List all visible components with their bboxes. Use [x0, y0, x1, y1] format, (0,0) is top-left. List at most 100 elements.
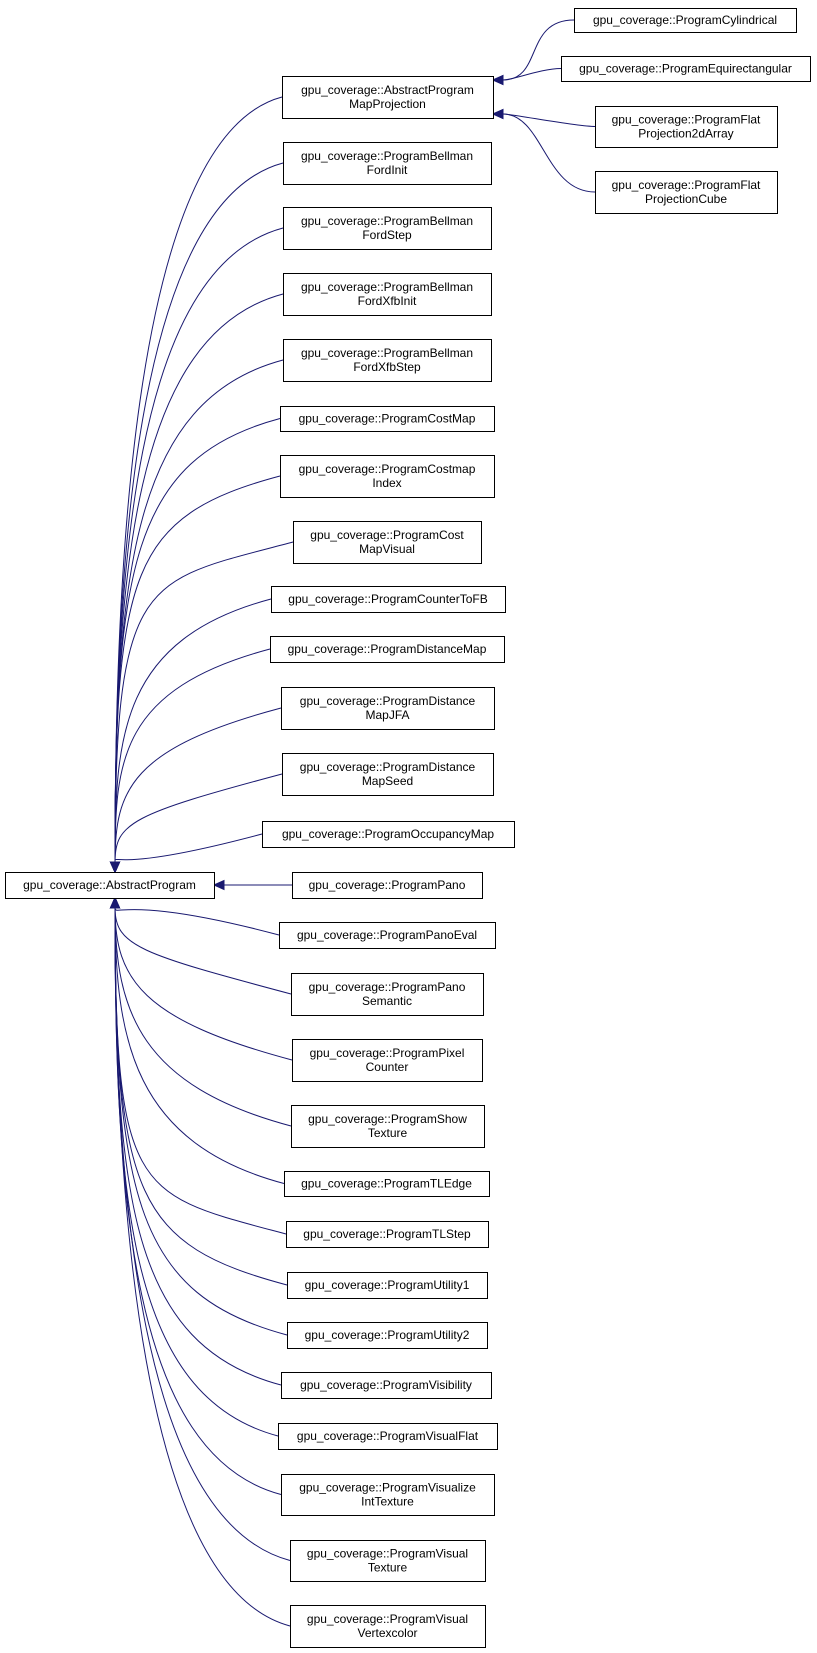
class-node-box	[279, 922, 496, 949]
class-node-program-equirectangular[interactable]: gpu_coverage::ProgramEquirectangular	[561, 56, 811, 82]
inheritance-edge-program-pano-eval	[114, 907, 280, 936]
class-name-line: gpu_coverage::ProgramFlat	[612, 113, 761, 127]
inheritance-edge-program-distance-map-seed	[114, 773, 283, 863]
class-name-line: Counter	[366, 1060, 409, 1074]
class-node-box	[286, 1221, 489, 1248]
class-name-line: gpu_coverage::ProgramVisualize	[299, 1481, 476, 1495]
class-name-line: MapProjection	[349, 97, 426, 111]
class-name-line: gpu_coverage::ProgramVisibility	[300, 1378, 472, 1392]
class-name-line: FordXfbInit	[358, 294, 417, 308]
class-node-abstract-program[interactable]: gpu_coverage::AbstractProgram	[5, 872, 215, 899]
class-node-box	[561, 56, 811, 82]
class-node-abstract-program-map-projection[interactable]: gpu_coverage::AbstractProgramMapProjecti…	[282, 76, 494, 119]
class-node-box	[262, 821, 515, 848]
class-name-line: gpu_coverage::ProgramTLStep	[303, 1227, 471, 1241]
inheritance-arrowhead-program-visual-vertexcolor	[109, 896, 121, 909]
class-node-box	[290, 1540, 486, 1582]
class-name-line: gpu_coverage::ProgramCostmap	[299, 462, 476, 476]
class-name-line: gpu_coverage::ProgramVisualFlat	[297, 1429, 479, 1443]
class-node-program-pano-eval[interactable]: gpu_coverage::ProgramPanoEval	[279, 922, 496, 949]
class-node-program-utility2[interactable]: gpu_coverage::ProgramUtility2	[287, 1322, 488, 1349]
class-name-line: FordInit	[367, 163, 408, 177]
inheritance-edge-program-costmap-index	[114, 475, 281, 863]
inheritance-edge-program-pixel-counter	[114, 907, 293, 1061]
inheritance-edge-program-flat-projection-cube	[502, 113, 596, 193]
class-node-program-occupancy-map[interactable]: gpu_coverage::ProgramOccupancyMap	[262, 821, 515, 848]
inheritance-edge-program-cost-map-visual	[114, 541, 294, 863]
class-node-program-flat-projection-2d-array[interactable]: gpu_coverage::ProgramFlatProjection2dArr…	[595, 106, 778, 148]
class-name-line: MapJFA	[365, 708, 409, 722]
class-node-program-tl-edge[interactable]: gpu_coverage::ProgramTLEdge	[284, 1171, 490, 1197]
class-node-box	[281, 1372, 492, 1399]
class-node-box	[595, 171, 778, 214]
class-name-line: Texture	[368, 1561, 408, 1575]
class-name-line: gpu_coverage::ProgramDistance	[300, 760, 476, 774]
class-node-box	[270, 636, 505, 663]
class-name-line: gpu_coverage::ProgramBellman	[301, 280, 473, 294]
inheritance-edges	[109, 19, 596, 1627]
class-node-program-cylindrical[interactable]: gpu_coverage::ProgramCylindrical	[574, 8, 797, 33]
class-name-line: gpu_coverage::ProgramDistanceMap	[288, 642, 487, 656]
class-name-line: gpu_coverage::ProgramBellman	[301, 149, 473, 163]
class-node-program-counter-to-fb[interactable]: gpu_coverage::ProgramCounterToFB	[271, 586, 506, 613]
class-node-box	[595, 106, 778, 148]
class-node-program-visual-flat[interactable]: gpu_coverage::ProgramVisualFlat	[278, 1423, 498, 1450]
class-name-line: Vertexcolor	[357, 1626, 417, 1640]
class-name-line: gpu_coverage::ProgramVisual	[307, 1612, 468, 1626]
class-name-line: gpu_coverage::ProgramCostMap	[299, 412, 476, 426]
class-name-line: gpu_coverage::ProgramOccupancyMap	[282, 827, 494, 841]
class-name-line: gpu_coverage::ProgramTLEdge	[301, 1177, 472, 1191]
class-name-line: MapSeed	[362, 774, 413, 788]
inheritance-edge-program-pano-semantic	[114, 907, 292, 995]
class-node-box	[282, 76, 494, 119]
class-name-line: Semantic	[362, 994, 412, 1008]
class-node-program-visibility[interactable]: gpu_coverage::ProgramVisibility	[281, 1372, 492, 1399]
class-node-box	[574, 8, 797, 33]
class-node-box	[278, 1423, 498, 1450]
class-node-program-utility1[interactable]: gpu_coverage::ProgramUtility1	[287, 1272, 488, 1299]
class-name-line: gpu_coverage::ProgramDistance	[300, 694, 476, 708]
inheritance-arrowhead-program-equirectangular	[491, 74, 504, 86]
inheritance-arrowhead-program-occupancy-map	[109, 861, 121, 874]
class-node-box	[271, 586, 506, 613]
inheritance-edge-program-flat-projection-2d-array	[502, 113, 596, 127]
class-name-line: Projection2dArray	[638, 127, 733, 141]
class-node-box	[291, 973, 484, 1016]
inheritance-edge-program-equirectangular	[502, 68, 562, 81]
class-node-box	[284, 1171, 490, 1197]
class-name-line: FordXfbStep	[353, 360, 421, 374]
class-node-box	[283, 339, 492, 382]
class-name-line: Texture	[368, 1126, 408, 1140]
class-node-program-distance-map[interactable]: gpu_coverage::ProgramDistanceMap	[270, 636, 505, 663]
class-node-program-cost-map[interactable]: gpu_coverage::ProgramCostMap	[280, 406, 495, 432]
class-node-box	[292, 872, 483, 899]
inheritance-edge-program-tl-edge	[114, 907, 285, 1184]
class-node-box	[290, 1605, 486, 1648]
class-node-program-pano[interactable]: gpu_coverage::ProgramPano	[292, 872, 483, 899]
class-name-line: gpu_coverage::ProgramEquirectangular	[579, 62, 792, 76]
inheritance-edge-program-counter-to-fb	[114, 598, 272, 863]
inheritance-edge-program-visual-texture	[114, 907, 291, 1561]
class-nodes: gpu_coverage::AbstractProgramgpu_coverag…	[5, 8, 811, 1648]
class-name-line: IntTexture	[361, 1495, 414, 1509]
class-node-box	[283, 207, 492, 250]
class-name-line: gpu_coverage::ProgramUtility1	[305, 1278, 470, 1292]
class-node-program-tl-step[interactable]: gpu_coverage::ProgramTLStep	[286, 1221, 489, 1248]
class-name-line: FordStep	[362, 228, 412, 242]
inheritance-edge-program-distance-map	[114, 648, 271, 863]
